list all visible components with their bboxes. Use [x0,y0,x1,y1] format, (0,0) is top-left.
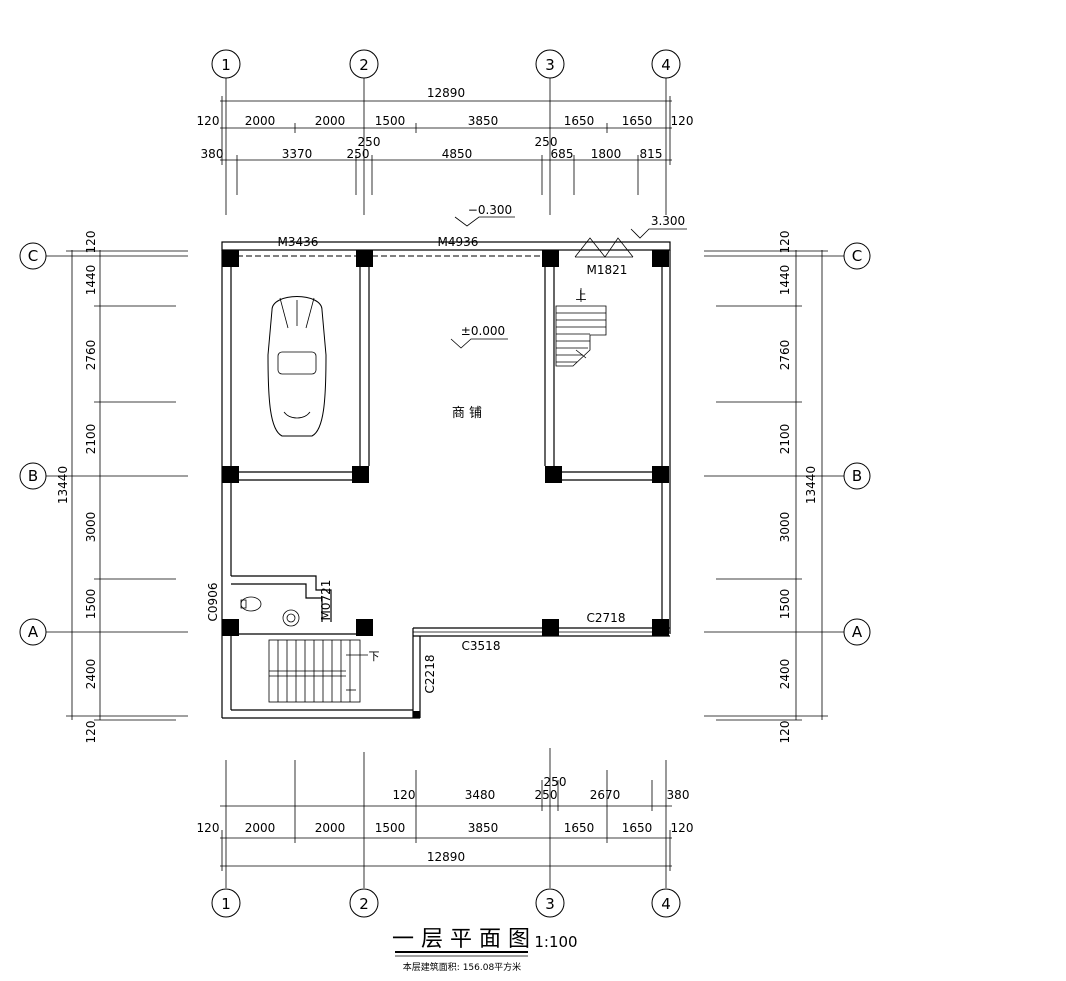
svg-text:1650: 1650 [622,821,653,835]
level-right: 3.300 [651,214,685,228]
axis-bubble-2-bottom: 2 [359,895,369,913]
svg-text:2400: 2400 [84,659,98,690]
dim-right-total: 13440 [804,466,818,504]
svg-text:2670: 2670 [590,788,621,802]
dim-left-total: 13440 [56,466,70,504]
axis-bubble-a-left: A [28,623,39,641]
svg-text:1500: 1500 [375,821,406,835]
level-outside: −0.300 [468,203,512,217]
svg-text:250: 250 [544,775,567,789]
car-icon [267,296,327,437]
label-door-m4936: M4936 [438,235,479,249]
top-dimensions: 12890 120 2000 2000 1500 3850 1650 1650 … [197,86,694,195]
label-window-c2718: C2718 [587,611,626,625]
svg-text:120: 120 [84,231,98,254]
svg-text:3850: 3850 [468,821,499,835]
dim-top-total: 12890 [427,86,465,100]
svg-text:2760: 2760 [778,340,792,371]
svg-text:1650: 1650 [564,821,595,835]
svg-text:120: 120 [197,114,220,128]
title-scale: 1:100 [534,933,577,951]
svg-text:2100: 2100 [778,424,792,455]
axis-bubble-1-top: 1 [221,56,231,74]
right-axis: C B A 13440 120 1440 2760 2100 3000 1500… [704,231,871,744]
svg-text:2000: 2000 [245,821,276,835]
bottom-dimensions: 120 3480 250 250 2670 380 120 2000 2000 … [197,748,694,888]
svg-text:685: 685 [551,147,574,161]
svg-text:1500: 1500 [84,589,98,620]
svg-text:1800: 1800 [591,147,622,161]
label-door-m1821: M1821 [587,263,628,277]
label-window-c2218: C2218 [423,655,437,694]
opening-labels: M3436 M4936 M1821 M0721 C0906 C3518 C271… [206,235,627,693]
upper-stair [555,288,607,367]
svg-text:1650: 1650 [622,114,653,128]
svg-text:3850: 3850 [468,114,499,128]
svg-text:4850: 4850 [442,147,473,161]
svg-text:120: 120 [197,821,220,835]
label-window-c0906: C0906 [206,583,220,622]
axis-bubble-c-left: C [28,247,38,265]
svg-text:2400: 2400 [778,659,792,690]
stair-down-label: 下 [369,650,380,663]
svg-text:3480: 3480 [465,788,496,802]
left-axis: C B A 13440 120 1440 2760 2100 3000 1500… [19,231,188,744]
top-axis-bubbles: 1 2 3 4 [211,49,681,215]
svg-text:250: 250 [347,147,370,161]
svg-text:1500: 1500 [375,114,406,128]
axis-bubble-b-right: B [852,467,862,485]
lower-stair [268,639,368,703]
structural-columns [222,250,669,718]
svg-text:120: 120 [393,788,416,802]
svg-text:250: 250 [535,135,558,149]
axis-bubble-2-top: 2 [359,56,369,74]
axis-bubble-4-bottom: 4 [661,895,671,913]
svg-text:120: 120 [84,721,98,744]
label-door-m3436: M3436 [278,235,319,249]
axis-bubble-4-top: 4 [661,56,671,74]
axis-bubble-1-bottom: 1 [221,895,231,913]
svg-text:2000: 2000 [315,114,346,128]
building-walls [221,237,671,719]
bottom-axis-bubbles: 1 2 3 4 [211,888,681,918]
svg-text:120: 120 [778,231,792,254]
title-area: 本层建筑面积: 156.08平方米 [403,961,521,973]
svg-text:250: 250 [535,788,558,802]
label-window-c3518: C3518 [462,639,501,653]
axis-bubble-3-bottom: 3 [545,895,555,913]
label-door-m0721: M0721 [319,580,333,621]
svg-text:2100: 2100 [84,424,98,455]
toilet-fixtures [240,596,300,627]
svg-text:3370: 3370 [282,147,313,161]
svg-text:1500: 1500 [778,589,792,620]
axis-bubble-a-right: A [852,623,863,641]
drawing-title: 一 层 平 面 图 1:100 本层建筑面积: 156.08平方米 [392,927,578,973]
svg-text:380: 380 [201,147,224,161]
svg-text:2000: 2000 [245,114,276,128]
axis-bubble-3-top: 3 [545,56,555,74]
svg-text:1440: 1440 [778,265,792,296]
level-marks: −0.300 3.300 ±0.000 [450,203,687,349]
axis-bubble-c-right: C [852,247,862,265]
svg-text:3000: 3000 [778,512,792,543]
svg-text:2760: 2760 [84,340,98,371]
title-main: 一 层 平 面 图 [392,927,530,952]
dim-bottom-total: 12890 [427,850,465,864]
svg-text:1650: 1650 [564,114,595,128]
svg-text:3000: 3000 [84,512,98,543]
svg-text:120: 120 [671,821,694,835]
svg-text:1440: 1440 [84,265,98,296]
room-label-shop: 商 铺 [452,406,482,421]
svg-text:120: 120 [671,114,694,128]
svg-text:120: 120 [778,721,792,744]
svg-text:815: 815 [640,147,663,161]
svg-text:380: 380 [667,788,690,802]
stair-up-label: 上 [576,289,587,302]
level-floor: ±0.000 [461,324,505,338]
svg-text:250: 250 [358,135,381,149]
svg-text:2000: 2000 [315,821,346,835]
axis-bubble-b-left: B [28,467,38,485]
